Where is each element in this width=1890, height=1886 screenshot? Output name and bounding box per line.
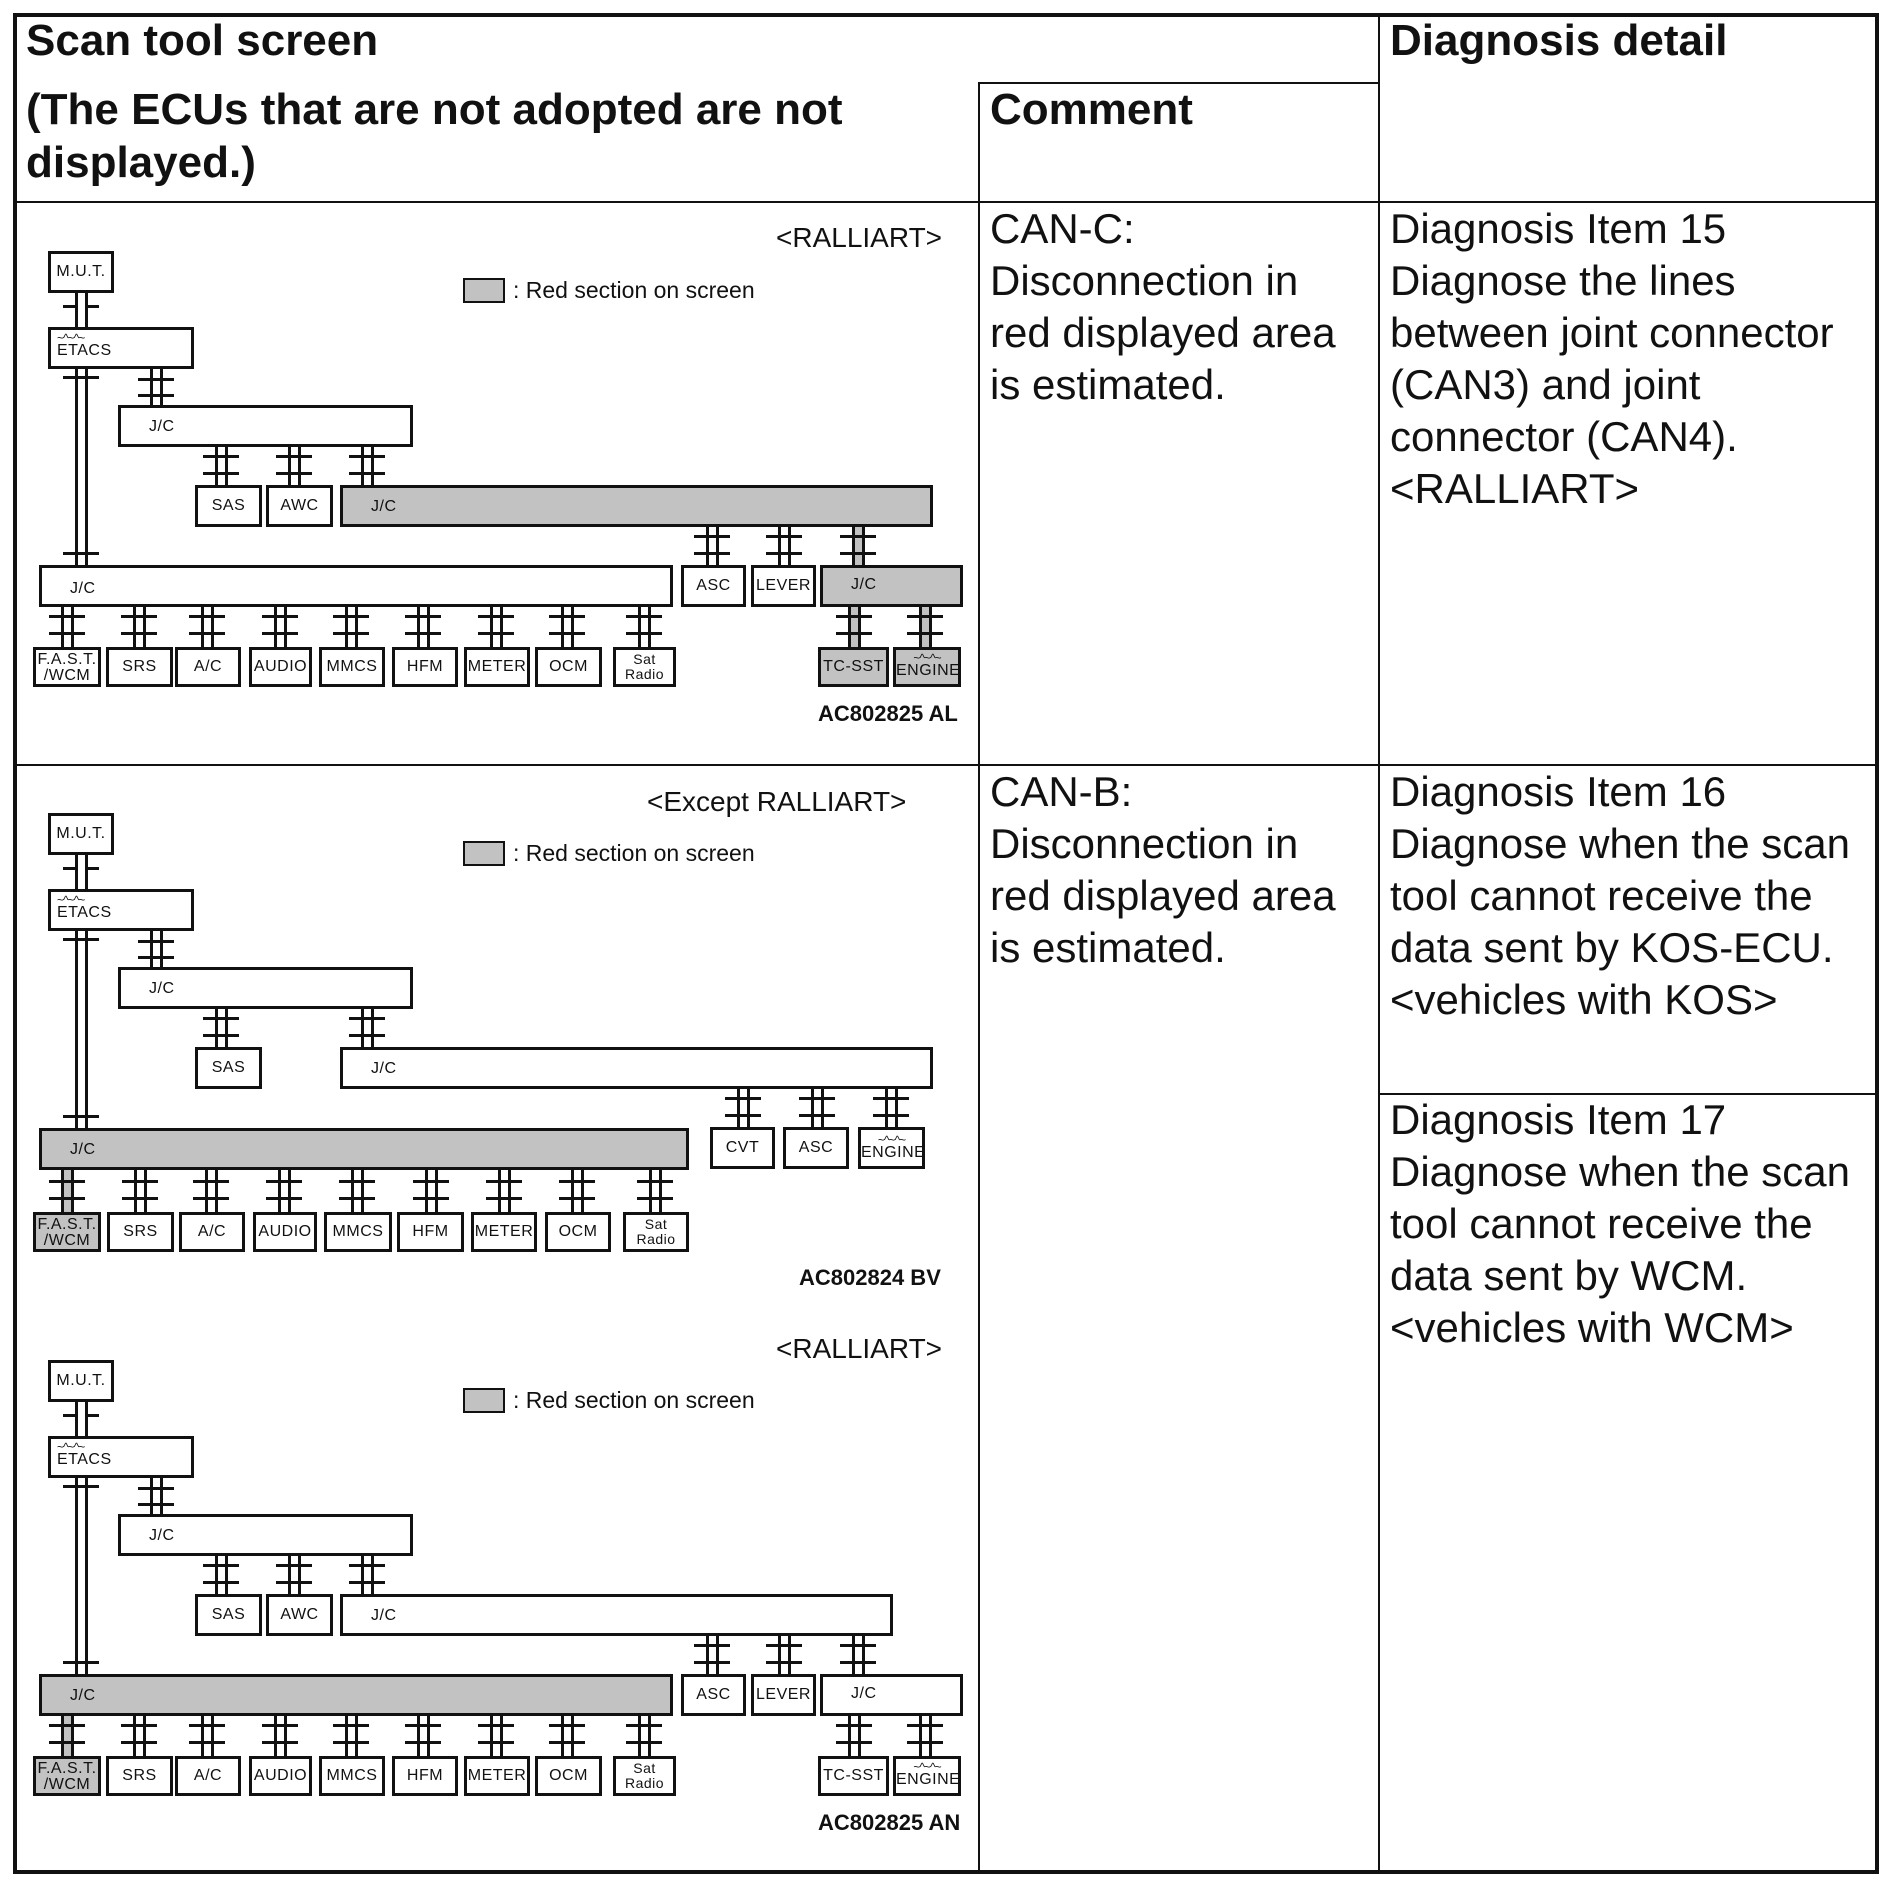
lever-box: LEVER <box>751 565 816 607</box>
ocm-box: OCM <box>545 1212 611 1252</box>
etacs-box: ~^~^~ETACS <box>48 889 194 931</box>
legend-swatch <box>463 1388 505 1413</box>
jc-box: J/C <box>118 967 413 1009</box>
asc-box: ASC <box>681 565 746 607</box>
jc-can2: J/C <box>118 405 413 447</box>
table-border-right <box>1875 13 1879 1874</box>
mmcs-box: MMCS <box>319 1756 385 1796</box>
awc-box: AWC <box>266 485 333 527</box>
jc-can-b-highlighted: J/C <box>39 1674 673 1716</box>
audio-box: AUDIO <box>249 1756 312 1796</box>
row-divider <box>15 764 1877 766</box>
legend-swatch <box>463 841 505 866</box>
ocm-box: OCM <box>535 1756 602 1796</box>
engine-box-highlighted: ~^~^~ENGINE <box>893 647 961 687</box>
figure-code: AC802825 AL <box>818 701 958 726</box>
detail-item-15: Diagnosis Item 15 Diagnose the lines bet… <box>1390 205 1834 512</box>
header-scan-tool-screen: Scan tool screen <box>26 16 379 65</box>
detail-item-17: Diagnosis Item 17 Diagnose when the scan… <box>1390 1096 1850 1351</box>
jc-can4-highlighted: J/C <box>820 565 963 607</box>
jc-can-b-highlighted: J/C <box>39 1128 689 1170</box>
mut-etacs-wire <box>75 293 88 327</box>
ocm-box: OCM <box>535 647 602 687</box>
table-border-left <box>13 13 17 1874</box>
variant-label: <RALLIART> <box>776 1333 943 1364</box>
engine-box: ~^~^~ENGINE <box>893 1756 961 1796</box>
srs-box: SRS <box>106 647 173 687</box>
fast-wcm-box-highlighted: F.A.S.T./WCM <box>33 1756 101 1796</box>
jc-box: J/C <box>118 1514 413 1556</box>
legend-swatch <box>463 278 505 303</box>
header-comment: Comment <box>990 85 1193 134</box>
figure-code: AC802824 BV <box>799 1265 941 1290</box>
variant-label: <Except RALLIART> <box>647 786 907 817</box>
legend-text: : Red section on screen <box>513 840 755 866</box>
mut-box: M.U.T. <box>48 251 114 293</box>
hfm-box: HFM <box>392 1756 458 1796</box>
srs-box: SRS <box>107 1212 174 1252</box>
jc-can3-highlighted: J/C <box>340 485 933 527</box>
fast-wcm-box: F.A.S.T./WCM <box>33 647 101 687</box>
figure-code: AC802825 AN <box>818 1810 961 1835</box>
tcsst-box-highlighted: TC-SST <box>818 647 889 687</box>
comment-row1: CAN-C: Disconnection in red displayed ar… <box>990 205 1336 408</box>
sas-box: SAS <box>195 1047 262 1089</box>
asc-box: ASC <box>783 1127 849 1169</box>
engine-box: ~^~^~ENGINE <box>858 1127 925 1169</box>
table-border-bottom <box>13 1870 1879 1874</box>
ac-box: A/C <box>175 647 241 687</box>
ac-box: A/C <box>179 1212 245 1252</box>
lever-box: LEVER <box>751 1674 816 1716</box>
jc-box: J/C <box>340 1047 933 1089</box>
can-b-trunk <box>75 1478 88 1674</box>
jc-box: J/C <box>340 1594 893 1636</box>
mmcs-box: MMCS <box>324 1212 392 1252</box>
meter-box: METER <box>471 1212 537 1252</box>
etacs-box: ~^~^~ETACS <box>48 1436 194 1478</box>
meter-box: METER <box>464 1756 530 1796</box>
can-b-trunk <box>75 931 88 1128</box>
column-divider-3 <box>1378 15 1380 1872</box>
meter-box: METER <box>464 647 530 687</box>
can-b-trunk <box>75 369 88 565</box>
cvt-box: CVT <box>710 1127 775 1169</box>
mut-box: M.U.T. <box>48 1360 114 1402</box>
detail-item-16: Diagnosis Item 16 Diagnose when the scan… <box>1390 768 1850 1023</box>
tcsst-box: TC-SST <box>818 1756 889 1796</box>
jc-can1: J/C <box>39 565 673 607</box>
header-bottom-divider <box>15 201 1877 203</box>
column-divider-2 <box>978 82 980 1872</box>
asc-box: ASC <box>681 1674 746 1716</box>
sas-box: SAS <box>195 485 262 527</box>
comment-row2: CAN-B: Disconnection in red displayed ar… <box>990 768 1336 971</box>
ac-box: A/C <box>175 1756 241 1796</box>
hfm-box: HFM <box>392 647 458 687</box>
legend-text: : Red section on screen <box>513 277 755 303</box>
etacs-box: ~^~^~ETACS <box>48 327 194 369</box>
jc-box: J/C <box>820 1674 963 1716</box>
srs-box: SRS <box>106 1756 173 1796</box>
legend-text: : Red section on screen <box>513 1387 755 1413</box>
fast-wcm-box-highlighted: F.A.S.T./WCM <box>33 1212 101 1252</box>
sas-box: SAS <box>195 1594 262 1636</box>
header-scan-tool-sub: (The ECUs that are not adopted are not d… <box>26 85 843 187</box>
awc-box: AWC <box>266 1594 333 1636</box>
header-sub-divider <box>978 82 1379 84</box>
audio-box: AUDIO <box>253 1212 317 1252</box>
mut-box: M.U.T. <box>48 813 114 855</box>
detail-divider <box>1379 1093 1876 1095</box>
hfm-box: HFM <box>397 1212 464 1252</box>
variant-label: <RALLIART> <box>776 222 943 253</box>
header-diagnosis-detail: Diagnosis detail <box>1390 16 1728 65</box>
audio-box: AUDIO <box>249 647 312 687</box>
mmcs-box: MMCS <box>319 647 385 687</box>
table-border-top <box>13 13 1879 17</box>
